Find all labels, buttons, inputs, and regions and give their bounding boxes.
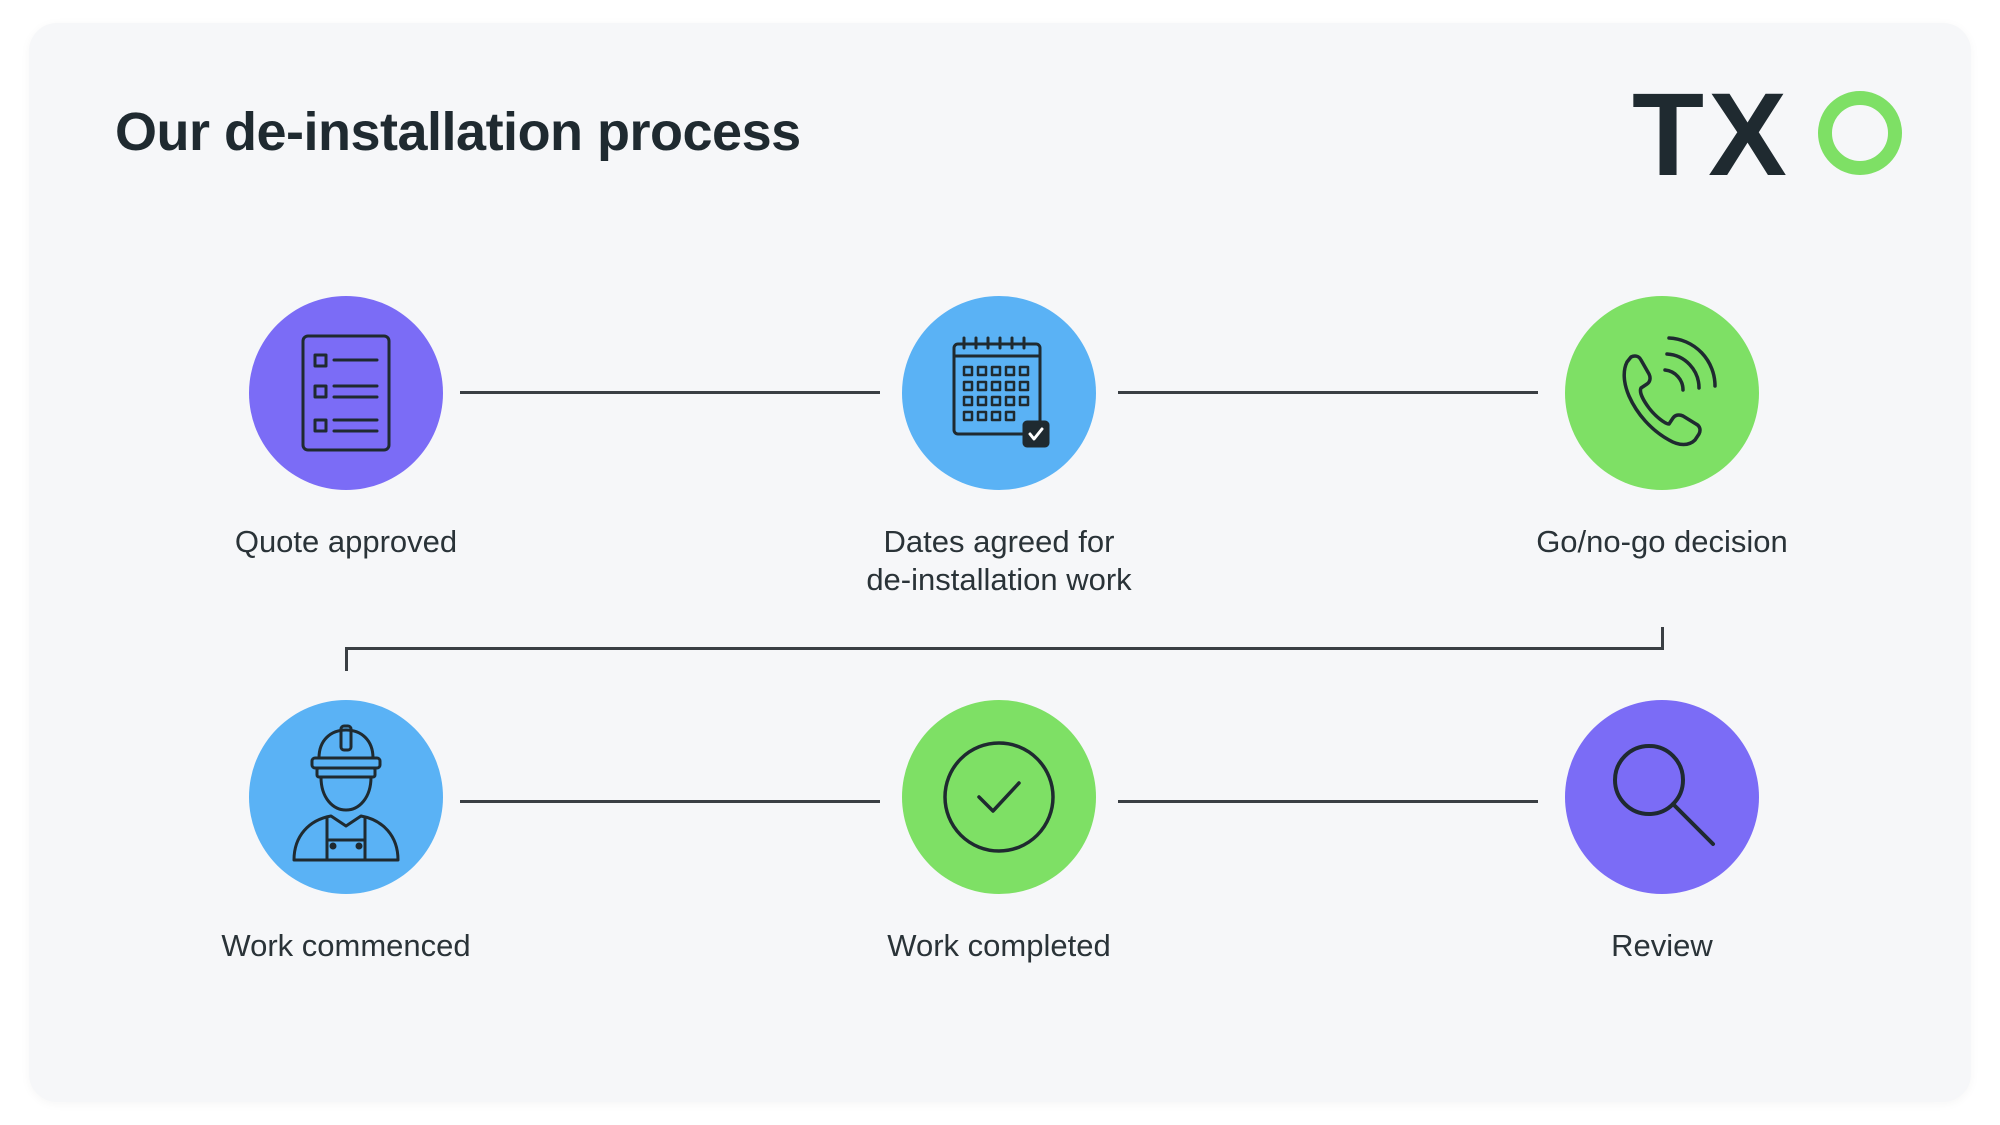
phone-icon [1622,336,1717,447]
check-circle-icon [943,741,1055,853]
step-label: Review [1611,928,1713,963]
step-circle [902,296,1096,490]
step-review: Review [1452,700,1872,1020]
step-work-completed: Work completed [789,700,1209,1020]
step-label: Go/no-go decision [1536,524,1788,559]
calendar-check-icon [952,336,1050,448]
step-quote-approved: Quote approved [136,296,556,616]
step-circle [1565,700,1759,894]
connector-4-5 [460,800,880,803]
magnifier-icon [1613,744,1715,846]
step-label: Work completed [887,928,1111,963]
step-circle [902,700,1096,894]
logo-ring-icon [1818,91,1902,175]
bracket-right-drop [1661,627,1664,649]
step-work-commenced: Work commenced [136,700,556,1020]
worker-icon [292,724,400,862]
step-label: Work commenced [221,928,471,963]
step-dates-agreed: Dates agreed for de-installation work [789,296,1209,616]
bracket-horizontal [345,647,1664,650]
logo-text: TX [1632,69,1791,201]
step-label: Quote approved [234,524,458,559]
bracket-left-drop [345,647,348,671]
step-circle [1565,296,1759,490]
step-label: Dates agreed for de-installation work [866,524,1132,597]
txo-logo: TX [1632,69,1902,201]
step-circle [249,296,443,490]
step-go-no-go: Go/no-go decision [1452,296,1872,616]
page-title: Our de-installation process [115,102,801,162]
connector-2-3 [1118,391,1538,394]
checklist-icon [301,334,391,452]
process-card [29,23,1971,1102]
step-circle [249,700,443,894]
connector-1-2 [460,391,880,394]
connector-5-6 [1118,800,1538,803]
